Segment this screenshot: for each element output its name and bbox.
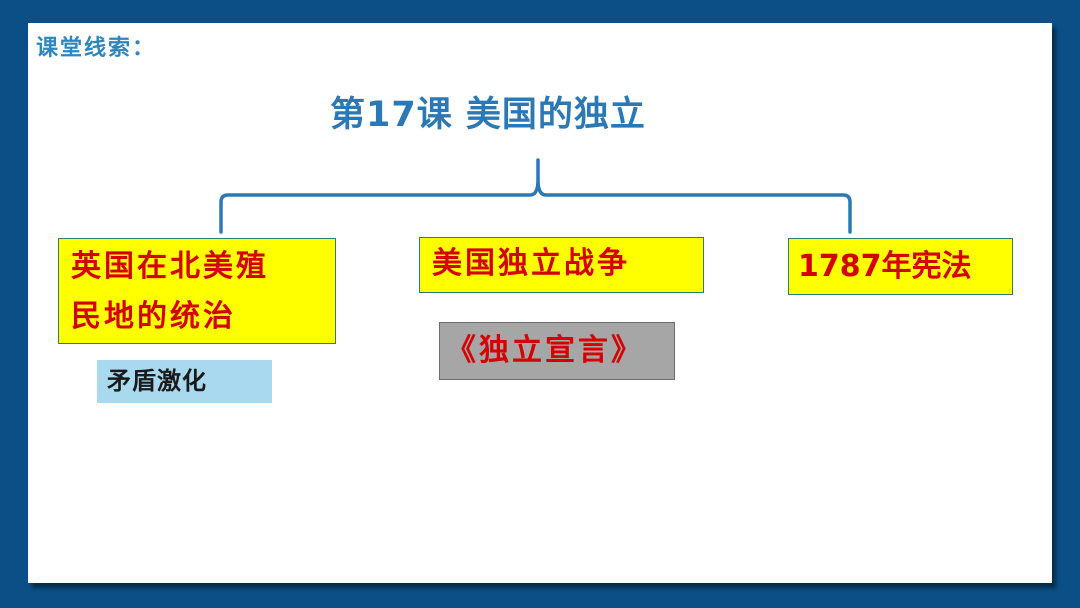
node-british-colonial-rule: 英国在北美殖 民地的统治 bbox=[58, 238, 336, 344]
node-colony-line2: 民地的统治 bbox=[71, 299, 236, 334]
lesson-title: 第17课 美国的独立 bbox=[330, 95, 646, 135]
lesson-clue-label: 课堂线索： bbox=[36, 35, 157, 61]
node-declaration-of-independence: 《独立宣言》 bbox=[439, 322, 675, 380]
node-colony-line1: 英国在北美殖 bbox=[71, 249, 269, 284]
node-independence-war: 美国独立战争 bbox=[419, 237, 704, 293]
node-1787-constitution: 1787年宪法 bbox=[788, 238, 1013, 295]
node-conflict-intensified: 矛盾激化 bbox=[97, 360, 272, 403]
